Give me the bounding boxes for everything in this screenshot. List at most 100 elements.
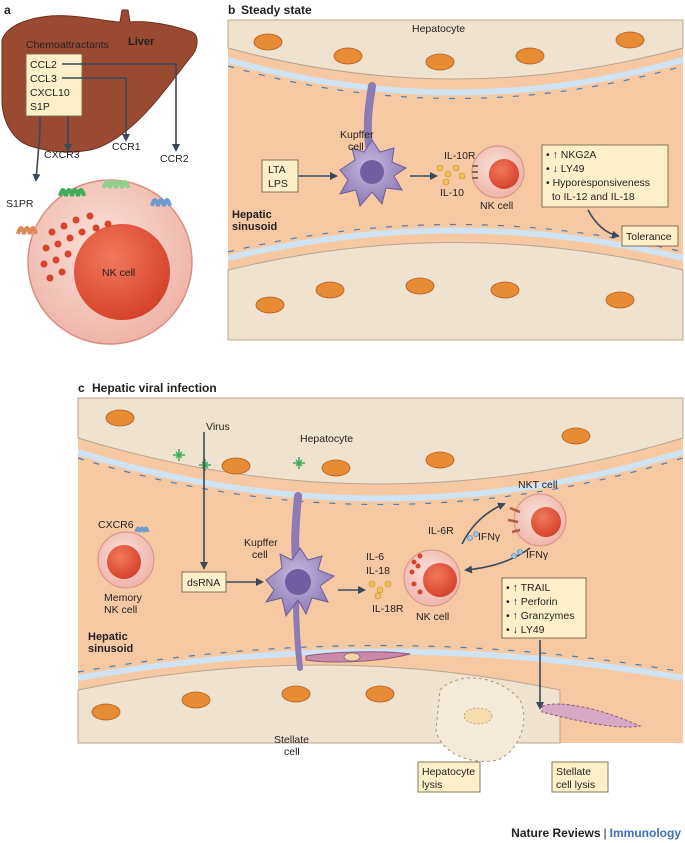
tolerance-box [621,225,679,247]
panel-c-title: Hepatic viral infection [92,381,217,395]
kupffer-label-b-1: Kupffer [340,129,374,141]
hepatic-sinusoid-c-1: Hepatic [88,631,128,643]
kupffer-label-c-2: cell [252,549,268,561]
il18r-label: IL-18R [372,603,404,615]
effects-box-b [541,144,669,208]
panel-c: c Hepatic viral infection Virus Hepatocy… [77,381,684,793]
stellate-lysis-2: cell lysis [556,779,595,791]
journal-separator: | [603,826,607,840]
s1p-arrow [32,116,41,182]
il10-molecules [436,164,466,186]
chemokine-s1p: S1P [30,101,50,113]
panel-b-letter: b [228,3,235,17]
memory-nk-label-1: Memory [104,592,143,604]
lysed-stellate-cell [541,703,642,728]
nk-granules [40,212,112,282]
kupffer-cell-c [264,492,336,671]
kupffer-label-b-2: cell [348,141,364,153]
liver-label: Liver [128,36,155,48]
panel-b-title: Steady state [241,3,312,17]
nk-c-granules [409,553,423,595]
chemoattractants-title: Chemoattractants [26,39,109,51]
effect-b-1: • ↑ NKG2A [546,149,596,161]
receptor-ccr2: CCR2 [160,153,189,165]
chemokine-ccl3: CCL3 [30,73,57,85]
endothelium-top-c [77,449,684,502]
hepatocyte-label-b: Hepatocyte [412,23,465,35]
hepatic-sinusoid-c-2: sinusoid [88,643,133,655]
il10r-label: IL-10R [444,150,476,162]
effect-c-4: • ↓ LY49 [506,624,545,636]
stellate-lysis-box [551,761,609,793]
s1pr-receptor-icon [16,226,38,235]
virus-label: Virus [206,421,230,433]
ifng-label-1: IFNγ [478,531,501,543]
receptor-ccr1: CCR1 [112,141,141,153]
hepatocyte-lysis-box [417,761,481,793]
panel-b: b Steady state Hepatocyte Kupffer cell [227,3,684,341]
ccr1-receptor-icon [102,180,130,189]
il10r-receptor-icon [472,165,478,179]
nk-cell-b-nucleus [489,159,519,189]
il18-label: IL-18 [366,565,390,577]
panel-c-letter: c [78,381,85,395]
il6-label: IL-6 [366,551,384,563]
journal-name: Immunology [609,826,681,840]
nk-cell-label: NK cell [102,267,135,279]
nk-cell-c-nucleus [423,563,457,597]
nk-cell-b-label: NK cell [480,200,513,212]
stimuli-box-b [261,159,299,193]
hepatic-sinusoid-b-1: Hepatic [232,209,272,221]
endothelium-bottom-b [227,227,684,261]
nkt-cell-nucleus [531,507,561,537]
cxcr6-receptor-icon [134,526,150,533]
nkt-receptor-icon [507,506,521,534]
nkt-cell-label: NKT cell [518,479,557,491]
stimulus-lps: LPS [268,178,288,190]
kupffer-label-c-1: Kupffer [244,537,278,549]
ifng-arrow-2 [464,547,531,574]
hepatocyte-lysis-1: Hepatocyte [422,766,475,778]
effect-b-2: • ↓ LY49 [546,163,585,175]
stimulus-lta: LTA [268,164,286,176]
cxcr6-label: CXCR6 [98,519,134,531]
panel-a-letter: a [4,3,11,17]
il10-label: IL-10 [440,187,464,199]
liver-shape [1,9,198,153]
memory-nk-nucleus [107,545,141,579]
hepatocyte-label-c: Hepatocyte [300,433,353,445]
stellate-label-1: Stellate [274,734,309,746]
journal-credit: Nature Reviews|Immunology [511,826,681,840]
ifng-arrow-1 [461,502,506,545]
panel-a: a Liver Chemoattractants CCL2 CCL3 CXCL1… [1,3,198,345]
stellate-lysis-1: Stellate [556,766,591,778]
receptor-s1pr: S1PR [6,198,34,210]
ccr2-receptor-icon [150,198,172,207]
hepatocyte-band-bottom-b [227,242,684,341]
hepatic-sinusoid-b-2: sinusoid [232,221,277,233]
effects-box-c [501,577,587,639]
journal-brand: Nature Reviews [511,826,601,840]
ccl3-arrow [62,77,130,142]
hepatocyte-band-top-b [227,19,684,80]
ifng-label-2: IFNγ [526,549,549,561]
effect-b-3: • Hyporesponsiveness [546,177,650,189]
il6-il18-molecules [368,580,392,600]
ccl2-arrow [62,63,180,152]
memory-nk-label-2: NK cell [104,604,137,616]
effect-c-2: • ↑ Perforin [506,596,558,608]
effect-c-1: • ↑ TRAIL [506,582,550,594]
il6r-label: IL-6R [428,525,454,537]
tolerance-arrow [587,209,620,239]
endothelium-top-b [227,57,684,96]
cxcr3-receptor-icon [58,188,86,197]
nk-cell-c-label: NK cell [416,611,449,623]
dsrna-label: dsRNA [187,577,220,589]
nk-cell-nucleus [74,224,170,320]
effect-c-3: • ↑ Granzymes [506,610,574,622]
tolerance-label: Tolerance [626,231,672,243]
kupffer-cell-b [338,82,408,208]
receptor-cxcr3: CXCR3 [44,149,80,161]
chemokine-ccl2: CCL2 [30,59,57,71]
chemokine-cxcl10: CXCL10 [30,87,70,99]
